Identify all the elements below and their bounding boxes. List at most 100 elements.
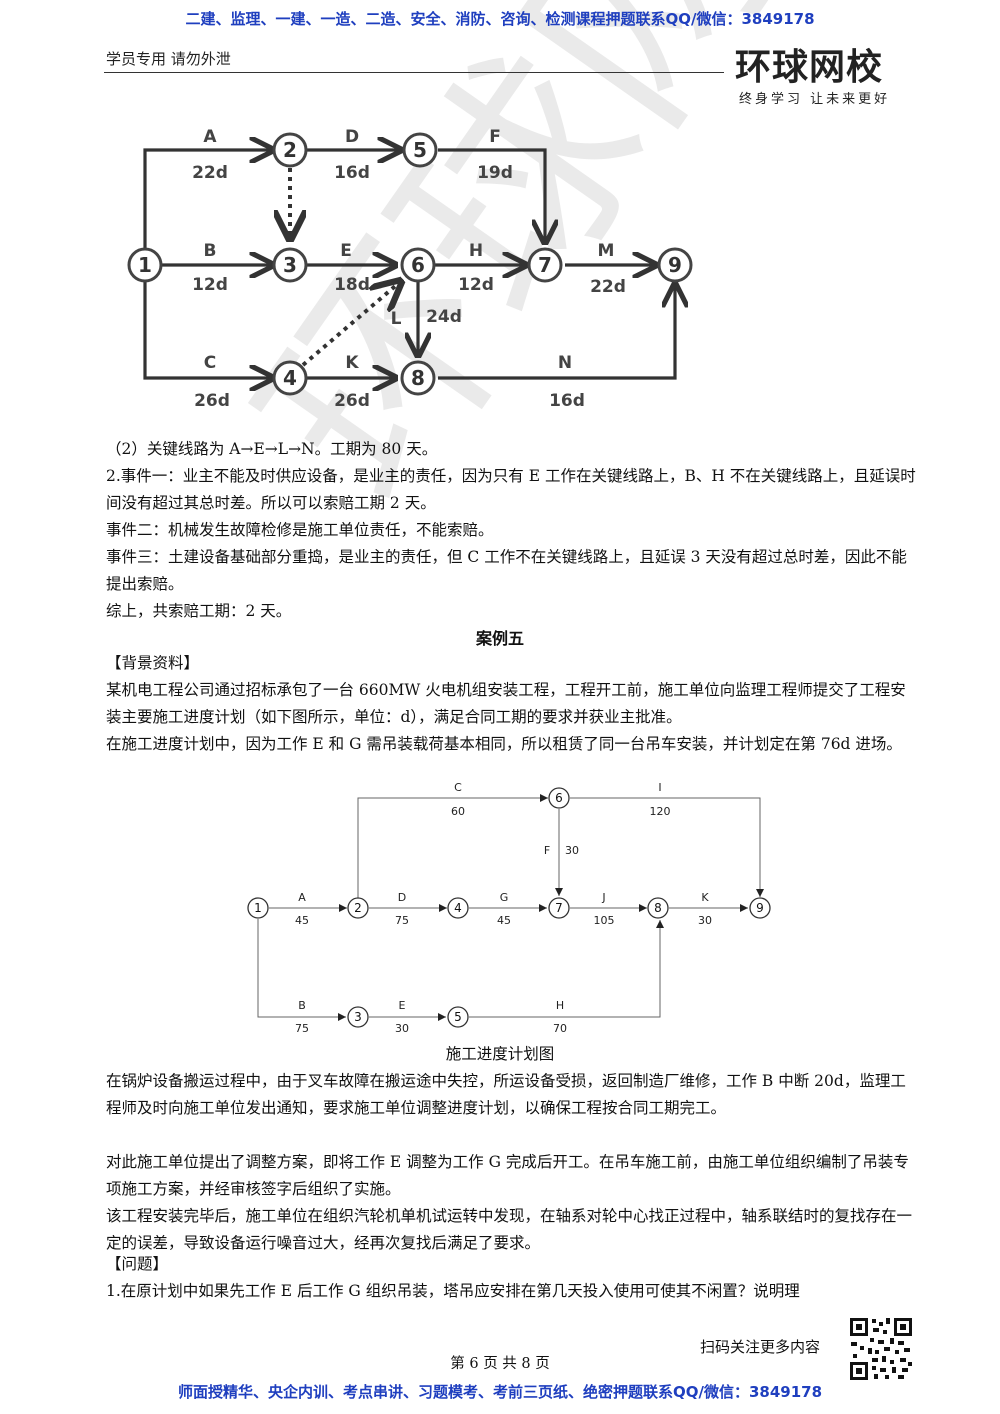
activity-name: D — [398, 891, 406, 904]
node-label: 8 — [654, 901, 662, 915]
node-label: 1 — [254, 901, 262, 915]
arrow-n — [438, 285, 675, 380]
activity-name: C — [454, 781, 462, 794]
node-label: 2 — [354, 901, 362, 915]
node-label: 5 — [413, 138, 427, 162]
answer-2: 2.事件一：业主不能及时供应设备，是业主的责任，因为只有 E 工作在关键线路上，… — [106, 467, 916, 512]
node-9 — [657, 247, 693, 283]
arrow-i — [570, 797, 764, 897]
node-1 — [247, 897, 269, 919]
node-2 — [347, 897, 369, 919]
network-diagram-2: 1 2 3 4 5 6 7 8 9 C 60 I 120 F 30 A 45 D… — [247, 781, 771, 1035]
node-label: 6 — [411, 253, 425, 277]
dummy-arrow-4-6 — [301, 282, 400, 367]
activity-duration: 18d — [334, 275, 370, 295]
activity-duration: 24d — [426, 307, 462, 327]
logo-title: 环球网校 — [735, 47, 884, 88]
event-paragraph-3: 该工程安装完毕后，施工单位在组织汽轮机单机试运转中发现，在轴系对轮中心找正过程中… — [106, 1207, 913, 1252]
activity-duration: 26d — [194, 391, 230, 411]
node-3 — [272, 247, 308, 283]
background-heading: 【背景资料】 — [106, 654, 200, 672]
activity-duration: 12d — [192, 275, 228, 295]
activity-name: E — [399, 999, 406, 1012]
top-banner: 二建、监理、一建、一造、二造、安全、消防、咨询、检测课程押题联系QQ/微信：38… — [185, 10, 815, 28]
activity-duration: 70 — [553, 1022, 567, 1035]
node-label: 7 — [555, 901, 563, 915]
arrow-b — [257, 919, 346, 1021]
logo: 环球网校 终身学习 让未来更好 — [735, 38, 920, 107]
activity-duration: 26d — [334, 391, 370, 411]
activity-name: A — [203, 127, 217, 147]
scan-prompt: 扫码关注更多内容 — [700, 1338, 821, 1356]
node-label: 6 — [555, 791, 563, 805]
node-label: 4 — [283, 366, 297, 390]
activity-duration: 45 — [295, 914, 309, 927]
activity-name: A — [298, 891, 306, 904]
answer-4: 事件三：土建设备基础部分重捣，是业主的责任，但 C 工作不在关键线路上，且延误 … — [106, 548, 907, 593]
activity-duration: 22d — [590, 277, 626, 297]
node-3 — [347, 1006, 369, 1028]
activity-duration: 12d — [458, 275, 494, 295]
network-diagram-1: 1 2 3 4 5 6 7 8 9 A 22d D 16d F 19d B 12… — [127, 127, 693, 411]
activity-name: N — [558, 353, 572, 373]
activity-duration: 75 — [395, 914, 409, 927]
activity-name: F — [489, 127, 501, 147]
node-label: 1 — [138, 253, 152, 277]
node-4 — [272, 360, 308, 396]
node-9 — [749, 897, 771, 919]
background-paragraph-1: 某机电工程公司通过招标承包了一台 660MW 火电机组安装工程，工程开工前，施工… — [106, 681, 906, 726]
activity-name: G — [500, 891, 509, 904]
activity-name: I — [658, 781, 661, 794]
arrow-c — [357, 794, 548, 898]
answer-3: 事件二：机械发生故障检修是施工单位责任，不能索赔。 — [106, 521, 494, 539]
node-5 — [447, 1006, 469, 1028]
activity-name: H — [469, 241, 483, 261]
activity-name: D — [345, 127, 359, 147]
activity-name: K — [345, 353, 359, 373]
event-paragraph-1: 在锅炉设备搬运过程中，由于叉车故障在搬运途中失控，所运设备受损，返回制造厂维修，… — [106, 1072, 906, 1117]
node-label: 3 — [354, 1010, 362, 1024]
activity-name: L — [391, 309, 402, 329]
activity-name: B — [298, 999, 306, 1012]
activity-duration: 105 — [594, 914, 615, 927]
activity-duration: 45 — [497, 914, 511, 927]
diagram-caption: 施工进度计划图 — [445, 1045, 555, 1063]
question-1: 1.在原计划中如果先工作 E 后工作 G 组织吊装，塔吊应安排在第几天投入使用可… — [106, 1282, 800, 1300]
activity-name: C — [204, 353, 216, 373]
node-1 — [127, 247, 163, 283]
activity-duration: 30 — [565, 844, 579, 857]
node-7 — [527, 247, 563, 283]
activity-duration: 16d — [334, 163, 370, 183]
node-label: 9 — [668, 253, 682, 277]
activity-duration: 30 — [395, 1022, 409, 1035]
activity-name: K — [701, 891, 709, 904]
node-8 — [647, 897, 669, 919]
activity-name: F — [544, 844, 550, 857]
activity-duration: 19d — [477, 163, 513, 183]
qr-code[interactable] — [848, 1316, 914, 1382]
arrow-h — [469, 920, 664, 1018]
activity-name: B — [204, 241, 217, 261]
node-label: 2 — [283, 138, 297, 162]
header-rule — [104, 72, 724, 73]
node-6 — [400, 247, 436, 283]
activity-name: E — [340, 241, 352, 261]
activity-duration: 60 — [451, 805, 465, 818]
logo-slogan: 终身学习 让未来更好 — [739, 92, 891, 107]
questions-heading: 【问题】 — [106, 1255, 169, 1273]
node-2 — [272, 132, 308, 168]
activity-name: J — [601, 891, 605, 904]
activity-duration: 22d — [192, 163, 228, 183]
node-label: 9 — [756, 901, 764, 915]
activity-duration: 120 — [650, 805, 671, 818]
header-note: 学员专用 请勿外泄 — [106, 50, 231, 68]
answer-5: 综上，共索赔工期：2 天。 — [106, 602, 292, 620]
bottom-banner: 师面授精华、央企内训、考点串讲、习题模考、考前三页纸、绝密押题联系QQ/微信：3… — [177, 1383, 823, 1401]
event-paragraph-2: 对此施工单位提出了调整方案，即将工作 E 调整为工作 G 完成后开工。在吊车施工… — [106, 1153, 909, 1198]
node-4 — [447, 897, 469, 919]
node-label: 8 — [411, 366, 425, 390]
arrow-f — [438, 148, 545, 242]
case-title: 案例五 — [475, 629, 524, 648]
arrow-a — [143, 150, 272, 250]
activity-name: H — [556, 999, 564, 1012]
